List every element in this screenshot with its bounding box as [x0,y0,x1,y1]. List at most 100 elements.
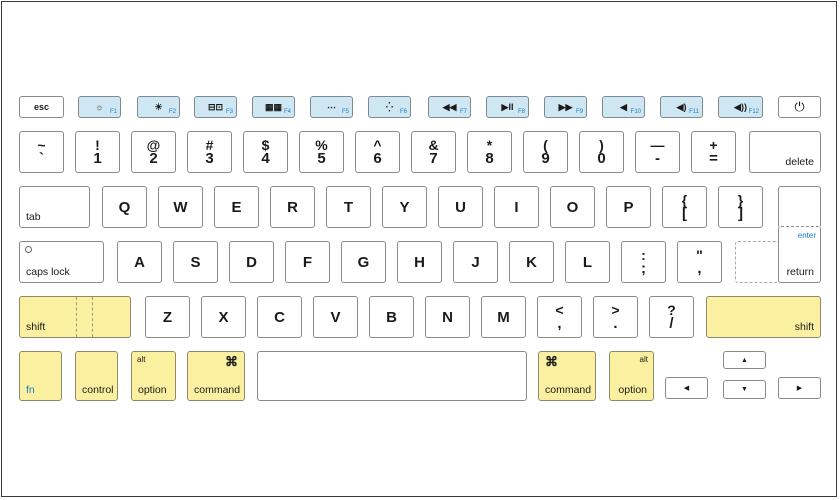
key-2[interactable]: @ 2 [131,131,176,173]
key-7[interactable]: & 7 [411,131,456,173]
key-f1[interactable]: ☼ F1 [78,96,121,118]
key-arrow-up[interactable]: ▲ [723,351,766,369]
key-left-bracket-bottom: [ [682,205,687,222]
key-6[interactable]: ^ 6 [355,131,400,173]
key-return-upper[interactable] [778,186,821,228]
key-4[interactable]: $ 4 [243,131,288,173]
key-right-option[interactable]: alt option [609,351,654,401]
key-f9[interactable]: ▶▶ F9 [544,96,587,118]
key-q[interactable]: Q [102,186,147,228]
key-slash[interactable]: ? / [649,296,694,338]
key-delete[interactable]: delete [749,131,821,173]
key-b[interactable]: B [369,296,414,338]
key-k[interactable]: K [509,241,554,283]
arrow-left-icon: ◀ [683,385,690,392]
key-caps-lock[interactable]: caps lock [19,241,104,283]
mute-icon: ◀ [620,101,627,112]
key-right-bracket[interactable]: } ] [718,186,763,228]
key-h[interactable]: H [397,241,442,283]
key-d[interactable]: D [229,241,274,283]
key-0[interactable]: ) 0 [579,131,624,173]
key-return-spacer [735,241,780,283]
key-f-label: F [302,253,313,271]
key-tab[interactable]: tab [19,186,90,228]
key-f6[interactable]: ⁛ F6 [368,96,411,118]
key-left-command[interactable]: ⌘ command [187,351,245,401]
key-f8[interactable]: ▶II F8 [486,96,529,118]
key-y[interactable]: Y [382,186,427,228]
key-f3[interactable]: ⊟⊡ F3 [194,96,237,118]
key-v[interactable]: V [313,296,358,338]
key-f4-number: F4 [283,109,291,115]
caps-lock-indicator-icon [25,246,32,253]
key-semicolon[interactable]: : ; [621,241,666,283]
key-arrow-left[interactable]: ◀ [665,377,708,399]
key-t[interactable]: T [326,186,371,228]
key-quote[interactable]: " , [677,241,722,283]
key-f10[interactable]: ◀ F10 [602,96,645,118]
key-0-bottom: 0 [597,150,606,167]
key-return[interactable]: enter return [778,226,821,283]
key-x[interactable]: X [201,296,246,338]
key-period[interactable]: > . [593,296,638,338]
key-backtick[interactable]: ~ ` [19,131,64,173]
keyboard-light-up-icon: ⁛ [385,101,394,112]
key-left-bracket[interactable]: { [ [662,186,707,228]
key-u[interactable]: U [438,186,483,228]
key-space[interactable] [257,351,527,401]
key-esc[interactable]: esc [19,96,64,118]
brightness-down-icon: ☼ [95,102,104,112]
key-c[interactable]: C [257,296,302,338]
key-w[interactable]: W [158,186,203,228]
key-f12-number: F12 [748,109,759,115]
key-s[interactable]: S [173,241,218,283]
key-o[interactable]: O [550,186,595,228]
key-b-label: B [386,308,397,326]
key-3[interactable]: # 3 [187,131,232,173]
key-z[interactable]: Z [145,296,190,338]
key-f5[interactable]: ⋯ F5 [310,96,353,118]
key-f2[interactable]: ☀ F2 [137,96,180,118]
key-equals[interactable]: + = [691,131,736,173]
key-left-shift[interactable]: shift [19,296,131,338]
key-5-top: % [315,137,328,153]
key-f12[interactable]: ◀)) F12 [718,96,763,118]
key-m[interactable]: M [481,296,526,338]
key-8[interactable]: * 8 [467,131,512,173]
key-5[interactable]: % 5 [299,131,344,173]
key-arrow-down[interactable]: ▼ [723,380,766,399]
volume-up-icon: ◀)) [734,101,747,112]
key-f11[interactable]: ◀) F11 [660,96,703,118]
key-f[interactable]: F [285,241,330,283]
key-l[interactable]: L [565,241,610,283]
key-minus-top: — [650,137,665,153]
key-f4[interactable]: ▦▦ F4 [252,96,295,118]
key-i-label: I [514,198,519,216]
key-f7[interactable]: ◀◀ F7 [428,96,471,118]
key-l-label: L [582,253,593,271]
key-minus[interactable]: — - [635,131,680,173]
key-4-bottom: 4 [261,150,270,167]
key-fn[interactable]: fn [19,351,62,401]
key-right-command[interactable]: ⌘ command [538,351,596,401]
key-9[interactable]: ( 9 [523,131,568,173]
key-y-label: Y [399,198,410,216]
key-n[interactable]: N [425,296,470,338]
key-j[interactable]: J [453,241,498,283]
key-r[interactable]: R [270,186,315,228]
key-v-label: V [330,308,341,326]
key-power[interactable]: ⏻ [778,96,821,118]
key-1[interactable]: ! 1 [75,131,120,173]
key-control[interactable]: control [75,351,118,401]
key-comma[interactable]: < , [537,296,582,338]
key-e[interactable]: E [214,186,259,228]
key-tab-label: tab [26,211,41,223]
key-a[interactable]: A [117,241,162,283]
key-g[interactable]: G [341,241,386,283]
key-i[interactable]: I [494,186,539,228]
key-semicolon-top: : [641,247,646,263]
key-p[interactable]: P [606,186,651,228]
key-left-option[interactable]: alt option [131,351,176,401]
key-arrow-right[interactable]: ▶ [778,377,821,399]
key-right-shift[interactable]: shift [706,296,821,338]
